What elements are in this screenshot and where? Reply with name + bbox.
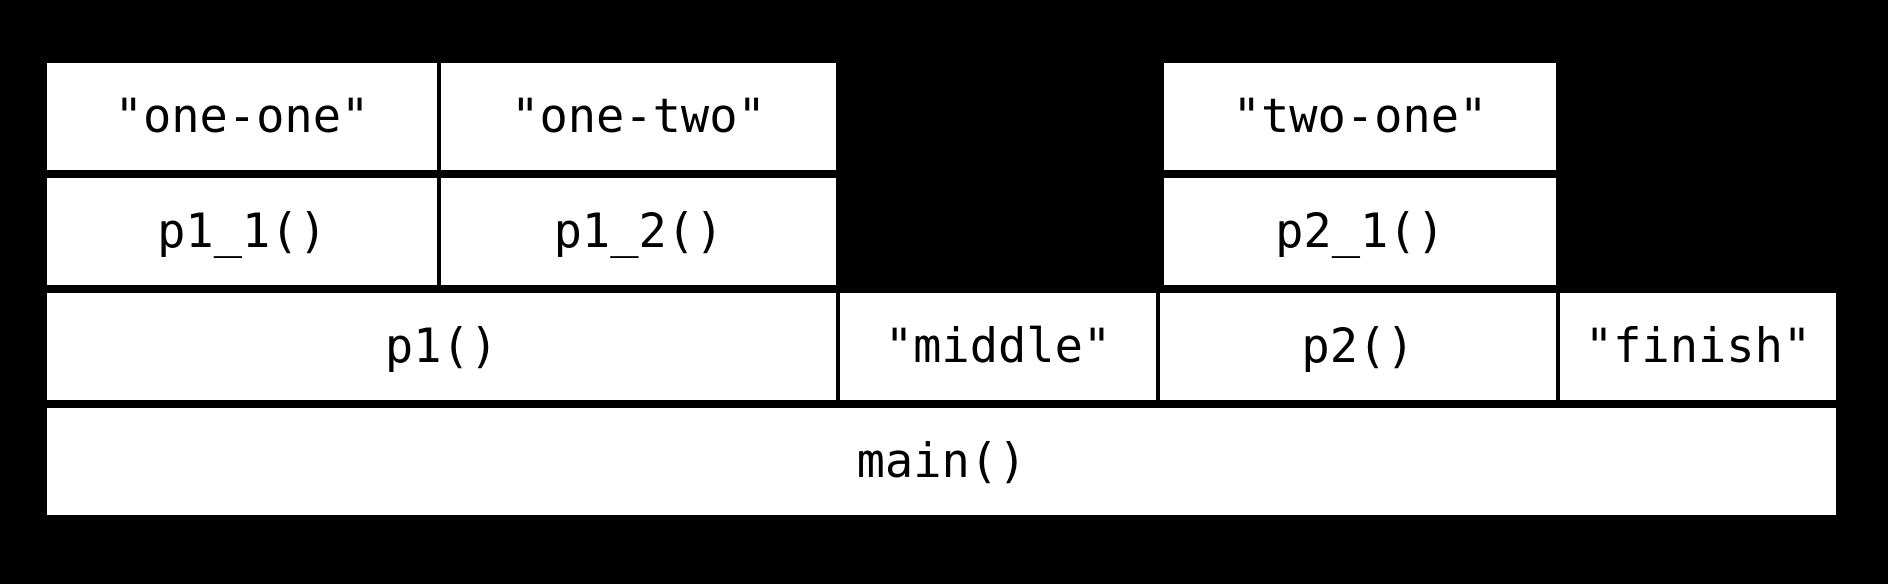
value-box-finish: "finish" xyxy=(1556,289,1840,404)
frame-box-p1-2: p1_2() xyxy=(437,174,840,289)
frame-box-p2-1: p2_1() xyxy=(1160,174,1560,289)
value-box-two-one: "two-one" xyxy=(1160,59,1560,174)
value-box-one-one: "one-one" xyxy=(43,59,441,174)
frame-box-p2: p2() xyxy=(1156,289,1560,404)
frame-box-p1-1: p1_1() xyxy=(43,174,441,289)
value-box-middle: "middle" xyxy=(836,289,1160,404)
value-box-one-two: "one-two" xyxy=(437,59,840,174)
frame-box-p1: p1() xyxy=(43,289,840,404)
frame-box-main: main() xyxy=(43,404,1840,519)
